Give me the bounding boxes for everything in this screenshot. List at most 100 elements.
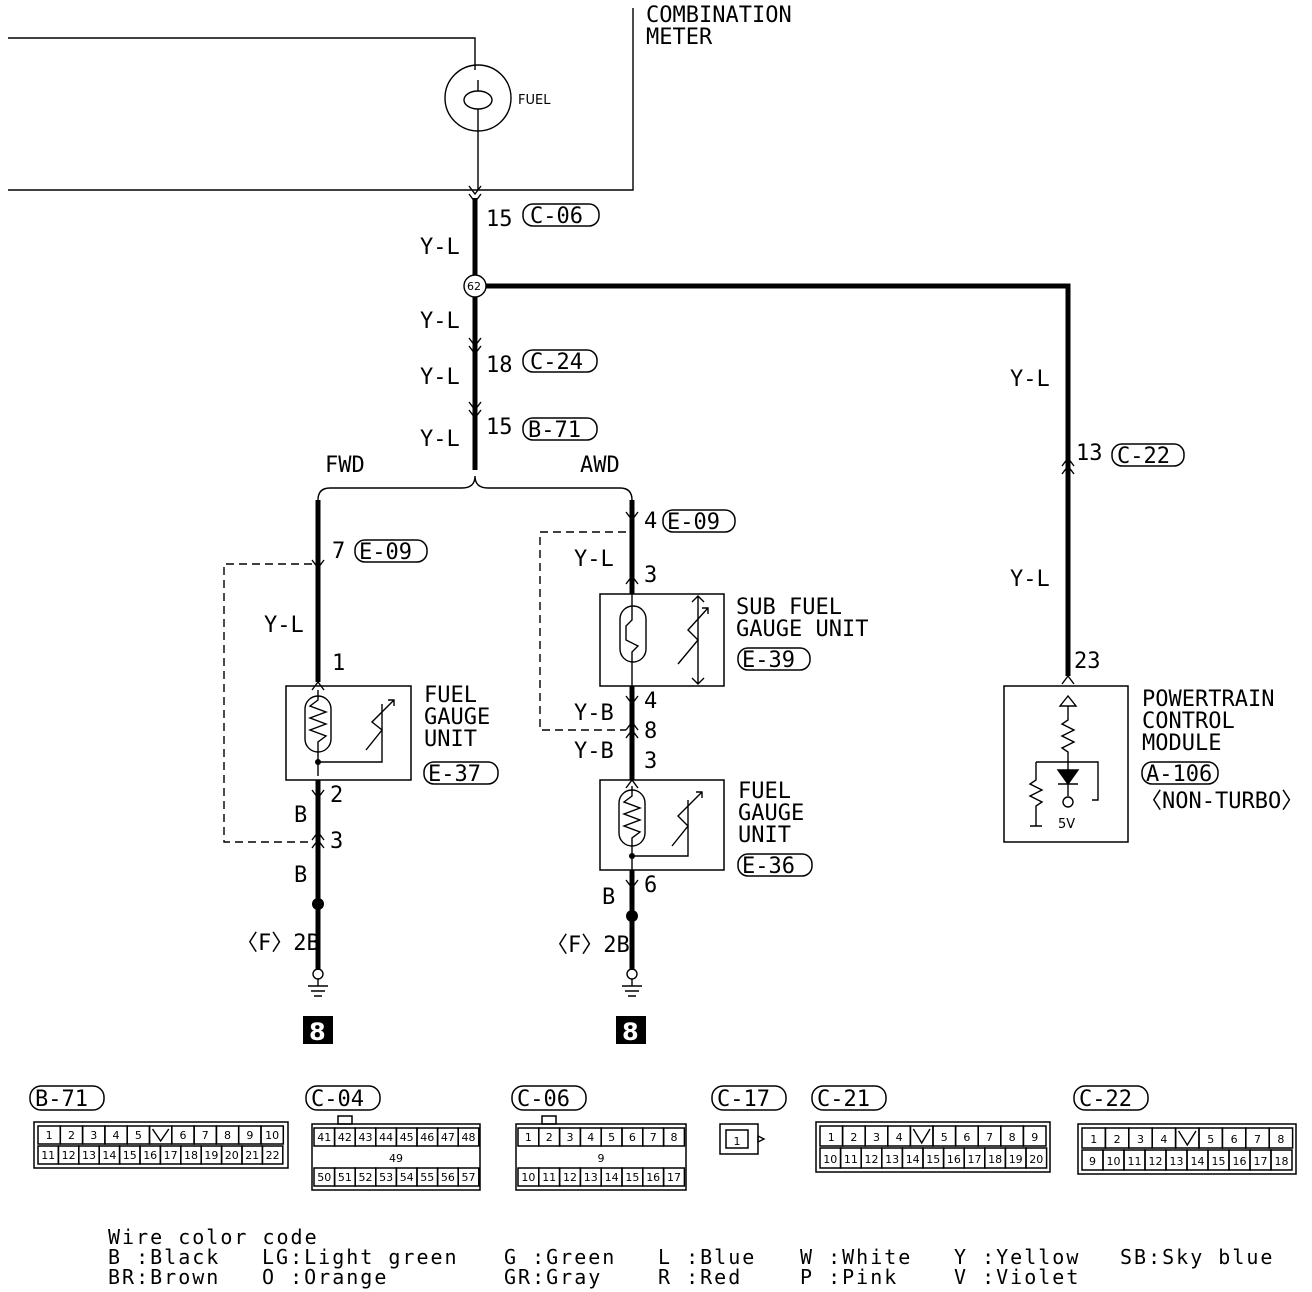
c06-latch xyxy=(541,1115,557,1125)
c17-pin-cell xyxy=(725,1129,749,1149)
c06-pin-number: 17 xyxy=(667,1171,681,1184)
awd-unit-line2: GAUGE xyxy=(738,801,804,826)
c04-pin-cell xyxy=(457,1127,480,1147)
c22-key-mark xyxy=(1178,1130,1197,1147)
legend-item: Y :Yellow xyxy=(954,1245,1080,1269)
sub-fuel-gauge-unit xyxy=(599,593,725,687)
pcm-line3: MODULE xyxy=(1142,731,1221,756)
c21-pin-cell xyxy=(1022,1125,1047,1147)
awd-label: AWD xyxy=(580,453,620,478)
branch-brace: FWD AWD xyxy=(317,453,633,501)
c06-face xyxy=(515,1123,687,1191)
awd-sub-pin-bottom: 4 xyxy=(644,689,657,714)
c22-pin-number: 11 xyxy=(1128,1155,1142,1168)
c22-pin-number: 6 xyxy=(1231,1133,1238,1146)
c22-pin-number: 8 xyxy=(1277,1133,1284,1146)
awd-e09-box xyxy=(662,509,736,533)
wire-color-yl-3: Y-L xyxy=(420,365,460,390)
c06-pin-number: 6 xyxy=(629,1131,636,1144)
c22-pin-number: 18 xyxy=(1275,1155,1289,1168)
c04-pin-number: 51 xyxy=(338,1171,352,1184)
c22-face xyxy=(1077,1123,1297,1175)
fwd-wire-yl: Y-L xyxy=(264,613,304,638)
c21-title-box xyxy=(811,1085,887,1111)
c22-pin-number: 2 xyxy=(1114,1133,1121,1146)
c21-pin-number: 3 xyxy=(873,1131,880,1144)
a106-conn-box xyxy=(1141,761,1219,785)
c04-face xyxy=(311,1123,481,1191)
c06-pin-number: 4 xyxy=(587,1131,594,1144)
awd-pin8: 8 xyxy=(644,719,657,744)
c17-latch xyxy=(757,1134,766,1144)
c22-pin-number: 16 xyxy=(1233,1155,1247,1168)
combination-meter: FUEL COMBINATION METER xyxy=(8,3,792,191)
legend-item: G :Green xyxy=(504,1245,616,1269)
b71-key-mark xyxy=(151,1128,170,1143)
legend-item: B :Black xyxy=(108,1245,220,1269)
b71-pin-cell xyxy=(261,1145,284,1165)
b71-pin-number: 13 xyxy=(82,1149,96,1162)
c06-pin-number: 13 xyxy=(584,1171,598,1184)
awd-wire-yb2: Y-B xyxy=(574,739,614,764)
awd-ground: 〈F〉2B xyxy=(546,933,630,958)
c21-pin-number: 2 xyxy=(850,1131,857,1144)
main-wire: 15 C-06 Y-L 62 Y-L 18 C-24 Y-L 15 B-71 Y… xyxy=(420,185,600,470)
b71-pin-number: 12 xyxy=(62,1149,76,1162)
c04-pin-number: 42 xyxy=(338,1131,352,1144)
awd-wire-yl: Y-L xyxy=(574,547,614,572)
c04-pin-number: 41 xyxy=(317,1131,331,1144)
c21-pin-number: 12 xyxy=(865,1153,879,1166)
c06-pin-number: 14 xyxy=(605,1171,619,1184)
fwd-e09-conn: E-09 xyxy=(359,540,412,565)
c22-pin-number: 17 xyxy=(1254,1155,1268,1168)
c04-pin-number: 50 xyxy=(317,1171,331,1184)
c21-pin-number: 14 xyxy=(906,1153,920,1166)
splice-label: 62 xyxy=(467,280,481,293)
b71-pin-number: 7 xyxy=(202,1129,209,1142)
c04-pin-number: 55 xyxy=(420,1171,434,1184)
c04-latch xyxy=(337,1115,353,1125)
c04-title-box xyxy=(305,1085,381,1111)
wire-color-yl-2: Y-L xyxy=(420,309,460,334)
wire-color-yl-1: Y-L xyxy=(420,235,460,260)
c04-pin-number: 44 xyxy=(379,1131,393,1144)
c06-pin-number: 11 xyxy=(542,1171,556,1184)
fwd-fuel-gauge-unit xyxy=(285,685,412,781)
c04-pin-cell xyxy=(457,1167,480,1187)
fwd-branch: 7 E-09 Y-L 1 FUEL GAUGE UNIT E-37 2 B 3 … xyxy=(223,500,499,1046)
c04-pin-number: 52 xyxy=(359,1171,373,1184)
c21-pin-number: 19 xyxy=(1009,1153,1023,1166)
sub-line1: SUB FUEL xyxy=(736,595,842,620)
c04-pin-number: 47 xyxy=(441,1131,455,1144)
c22-pin-number: 5 xyxy=(1207,1133,1214,1146)
legend-item: BR:Brown xyxy=(108,1265,220,1289)
awd-pin6: 6 xyxy=(644,873,657,898)
legend-item: GR:Gray xyxy=(504,1265,602,1289)
c21-pin-number: 15 xyxy=(926,1153,940,1166)
b71-conn-box xyxy=(522,417,598,441)
c22-pin-number: 15 xyxy=(1212,1155,1226,1168)
b71-pin-number: 5 xyxy=(135,1129,142,1142)
c04-pin-number: 46 xyxy=(420,1131,434,1144)
c04-mid-pin: 49 xyxy=(389,1152,403,1165)
c21-pin-number: 20 xyxy=(1029,1153,1043,1166)
legend-item: L :Blue xyxy=(658,1245,756,1269)
c22-pin-number: 13 xyxy=(1170,1155,1184,1168)
b71-pin-number: 18 xyxy=(184,1149,198,1162)
b71-pin-number: 1 xyxy=(46,1129,53,1142)
c04-pin-number: 54 xyxy=(400,1171,414,1184)
legend-item: V :Violet xyxy=(954,1265,1080,1289)
b71-pin-number: 21 xyxy=(245,1149,259,1162)
c04-title: C-04 xyxy=(311,1087,364,1112)
legend-item: LG:Light green xyxy=(262,1245,459,1269)
c04-pin-number: 43 xyxy=(359,1131,373,1144)
c21-pin-number: 10 xyxy=(823,1153,837,1166)
fwd-unit-pin-bottom: 2 xyxy=(330,783,343,808)
awd-wire-yb1: Y-B xyxy=(574,701,614,726)
c22-pin-number: 10 xyxy=(1107,1155,1121,1168)
c22-pin-number: 4 xyxy=(1160,1133,1167,1146)
c22-pin-number: 9 xyxy=(1089,1155,1096,1168)
sub-line2: GAUGE UNIT xyxy=(736,617,868,642)
